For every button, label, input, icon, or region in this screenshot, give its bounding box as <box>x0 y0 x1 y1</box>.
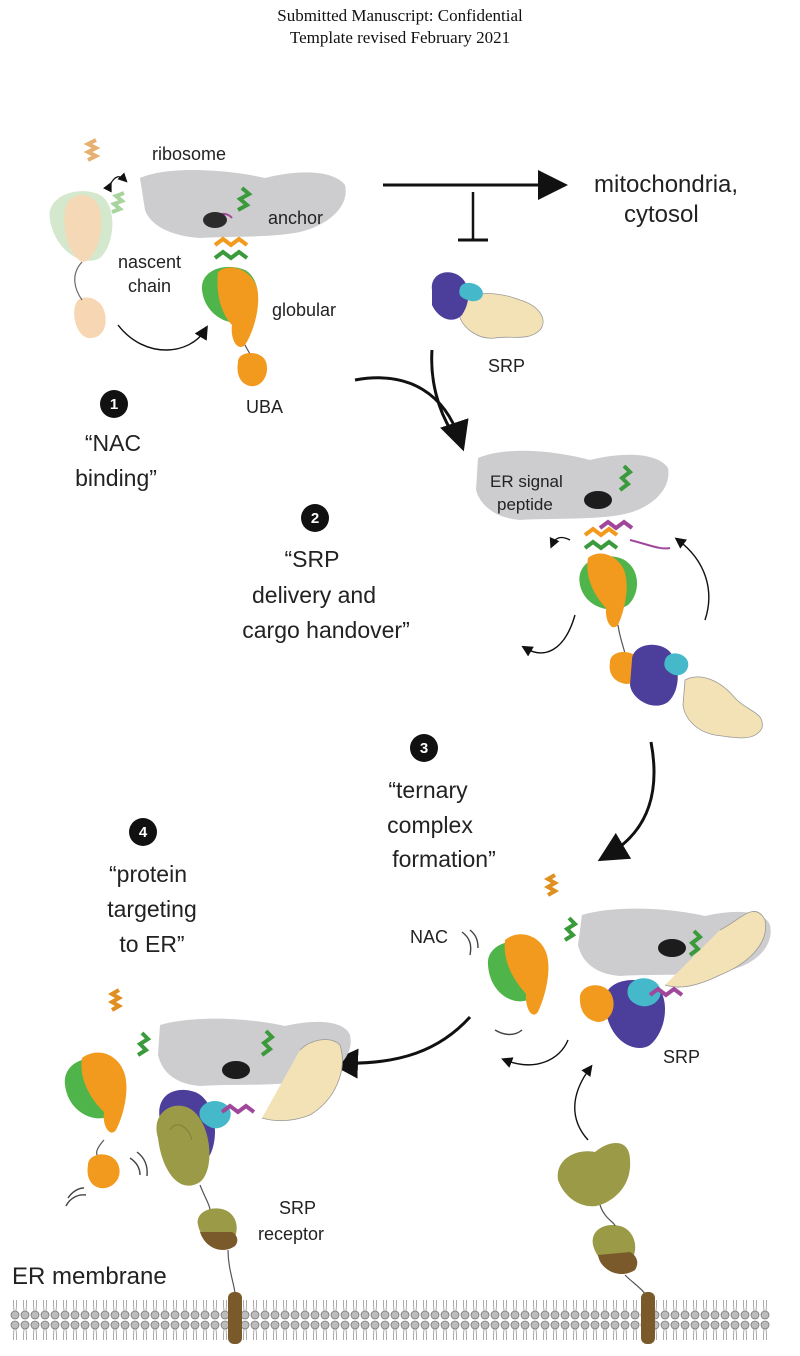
arrow-step3-to-4 <box>328 1015 472 1079</box>
panel-srp-delivery <box>476 450 763 739</box>
srp-free <box>431 272 544 339</box>
label-srp-free: SRP <box>488 356 525 376</box>
receptor-anchor-left <box>228 1292 242 1344</box>
step-2-line3: cargo handover” <box>242 617 410 643</box>
step-3-line1: “ternary <box>388 777 468 803</box>
step-4-badge <box>129 818 157 846</box>
panel-ternary-complex <box>461 873 771 1301</box>
step-1-line1: “NAC <box>85 430 141 456</box>
header-confidential: Submitted Manuscript: Confidential <box>277 6 523 25</box>
label-er-membrane: ER membrane <box>12 1263 167 1290</box>
step-2-number: 2 <box>311 510 319 527</box>
receptor-anchor-right <box>641 1292 655 1344</box>
arrow-step1-to-2b <box>430 349 454 433</box>
uba-domain-1 <box>237 353 268 387</box>
step-4-number: 4 <box>139 824 148 841</box>
step-1-number: 1 <box>110 396 118 413</box>
step-3-number: 3 <box>420 740 428 757</box>
header-template: Template revised February 2021 <box>289 28 511 47</box>
label-ribosome: ribosome <box>152 144 226 164</box>
label-srp-receptor-1: SRP <box>279 1198 316 1218</box>
label-globular: globular <box>272 300 336 320</box>
step-1-badge <box>100 390 128 418</box>
label-peptide: peptide <box>497 495 553 514</box>
label-nascent: nascent <box>118 252 181 272</box>
step-2-badge <box>301 504 329 532</box>
step-2-line1: “SRP <box>285 546 340 572</box>
er-membrane <box>10 1292 770 1344</box>
step-3-line2: complex <box>387 812 473 838</box>
label-mitochondria: mitochondria, <box>594 171 738 198</box>
step-4-line1: “protein <box>109 861 187 887</box>
step-3-badge <box>410 734 438 762</box>
ribosome-2 <box>476 450 669 520</box>
label-er-signal: ER signal <box>490 472 563 491</box>
label-uba: UBA <box>246 397 283 417</box>
step-2-line2: delivery and <box>252 582 376 608</box>
nac-alpha-1 <box>217 267 259 348</box>
panel-nac-binding <box>49 138 346 387</box>
step-1-line2: binding” <box>75 465 157 491</box>
step-4-line3: to ER” <box>119 931 184 957</box>
label-chain: chain <box>128 276 171 296</box>
label-cytosol: cytosol <box>624 201 699 228</box>
panel-er-targeting <box>64 988 351 1301</box>
label-anchor: anchor <box>268 208 323 228</box>
arrow-step1-to-2a <box>354 376 469 452</box>
step-3-line3: formation” <box>392 846 496 872</box>
step-4-line2: targeting <box>107 896 197 922</box>
arrow-step2-to-3 <box>597 741 656 862</box>
label-srp-ternary: SRP <box>663 1047 700 1067</box>
label-nac: NAC <box>410 927 448 947</box>
label-srp-receptor-2: receptor <box>258 1224 324 1244</box>
